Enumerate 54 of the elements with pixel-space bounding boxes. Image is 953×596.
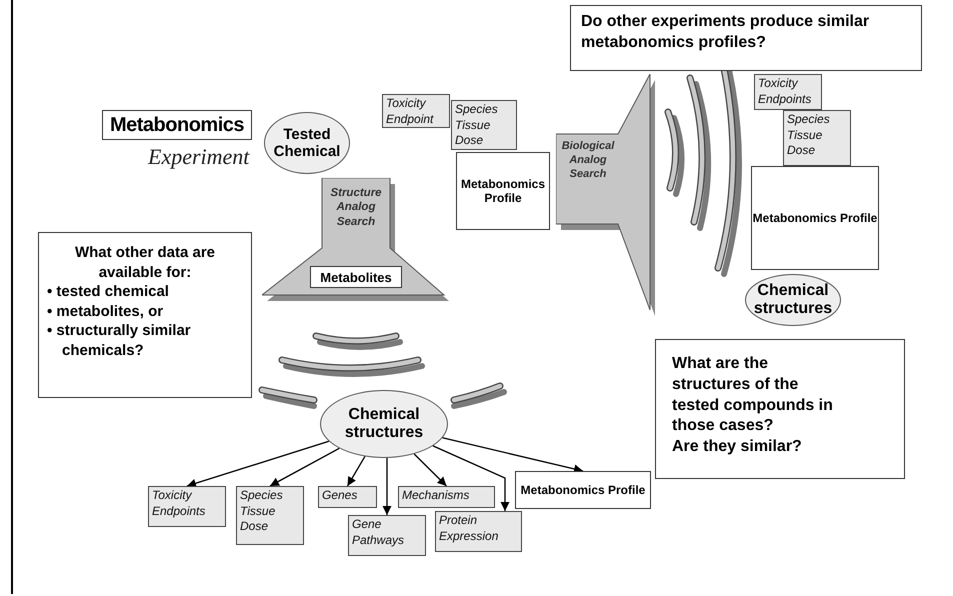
metabolites-box [310,266,402,288]
box-text: Do other experiments produce similar metabonomics profiles? [581,12,870,53]
box-text: Are they similar? [672,437,803,458]
tag-text: Toxicity Endpoints [152,488,206,520]
box-text: What other data are available for: [74,243,216,282]
box-text: Metabonomics Profile [752,211,878,225]
box-text: What are the structures of the tested compounds in those cases? [672,354,834,436]
box-text: Chemical structures [752,282,834,318]
box-text: Metabonomics [110,114,244,136]
search-label: Biological Analog Search [560,140,616,182]
tag-text: Mechanisms [402,488,470,504]
tag-text: Genes [322,488,358,504]
arrow [186,440,330,488]
data-tag [754,74,822,110]
question-box [570,5,922,71]
arrow [346,456,366,486]
data-tag [451,100,517,150]
data-tag [348,515,426,556]
data-tag [236,486,304,545]
box-text: Tested Chemical [272,126,342,160]
profile-box [456,152,550,230]
arrow [270,448,340,487]
chemical-ellipse [320,390,448,458]
data-tag [783,110,851,166]
data-tag [435,511,522,552]
box-text: Metabonomics Profile [520,483,646,497]
tag-text: Protein Expression [439,513,500,544]
arrow [432,445,510,511]
question-box [38,232,252,398]
tag-text: Gene Pathways [352,517,406,548]
data-tag [382,94,450,128]
box-text: • structurally similar chemicals? [47,321,192,360]
profile-box [515,471,651,509]
data-tag [398,486,495,508]
arrow [442,437,584,474]
box-text: Metabolites [320,270,392,284]
data-tag [148,486,226,527]
arrow [382,458,392,515]
title-box [102,110,252,140]
question-box [655,339,905,479]
box-text: • tested chemical [47,282,170,302]
caption-text: Experiment [148,144,250,170]
tag-text: Species Tissue Dose [455,102,499,149]
box-text: • metabolites, or [47,302,164,321]
tag-text: Species Tissue Dose [787,112,831,159]
profile-box [751,166,879,270]
tag-text: Toxicity Endpoint [386,96,435,128]
tag-text: Toxicity Endpoints [758,76,812,108]
data-tag [318,486,377,508]
search-label: Structure Analog Search [329,186,383,230]
box-text: Metabonomics Profile [460,177,546,205]
arrow [414,454,447,486]
box-text: Chemical structures [344,406,424,442]
tag-text: Species Tissue Dose [240,488,284,535]
